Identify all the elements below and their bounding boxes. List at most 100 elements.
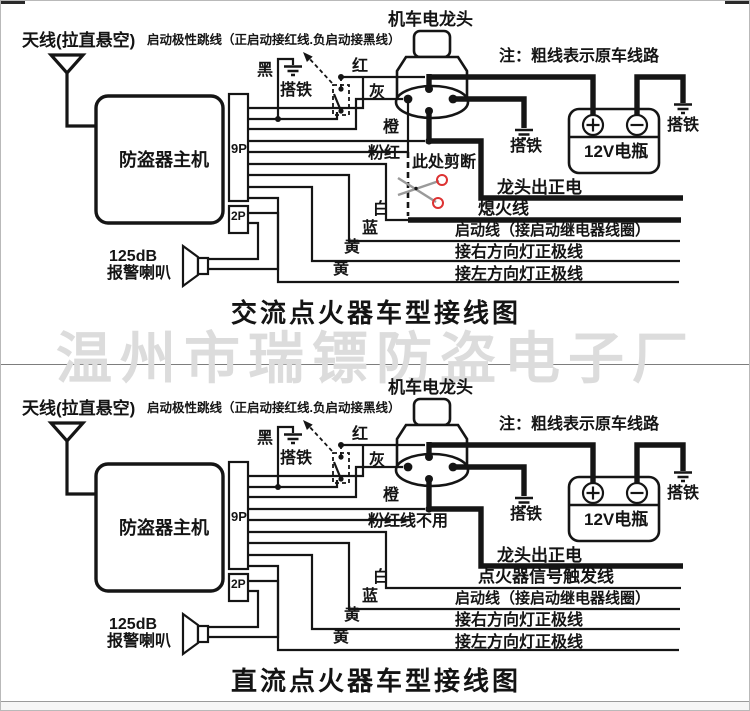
wire-yellow-right — [248, 185, 680, 263]
wire-pink-label: 粉红线不用 — [368, 513, 449, 530]
diagram-ac — [47, 29, 692, 289]
wire-white-label: 白 — [373, 569, 390, 586]
jumper-lever — [332, 461, 343, 480]
left-turn-label: 接左方向灯正极线 — [455, 634, 584, 651]
wire-thick-ignition-right-ground — [453, 464, 527, 496]
jumper-box — [332, 84, 350, 116]
plus-sign-icon — [586, 486, 600, 500]
ignition-terminal-bottom — [425, 107, 433, 115]
connector-2p-box — [227, 204, 250, 235]
speaker-db-label: 125dB — [109, 616, 158, 633]
jumper-top-terminal-dot — [338, 454, 344, 460]
wire-white-label: 白 — [373, 201, 390, 218]
ground-jumper-stem — [276, 57, 295, 119]
wire-gray-label: 灰 — [369, 452, 386, 469]
orange-faucet-junction-dot — [425, 505, 433, 513]
title-label: 直流点火器车型接线图 — [230, 666, 521, 696]
wire-yellow-right-label: 黄 — [344, 239, 361, 256]
wire-red — [248, 75, 425, 110]
wire-red-label: 红 — [352, 426, 369, 443]
wire-speaker-2 — [208, 221, 260, 261]
host-label: 防盗器主机 — [119, 150, 209, 170]
jumper-pointer-line — [306, 423, 333, 452]
wire-thick-battery-minus-ground — [634, 74, 686, 115]
wire-red — [248, 443, 425, 478]
antenna-label: 天线(拉直悬空) — [22, 399, 136, 418]
start-line-label: 启动线（接启动继电器线圈） — [455, 222, 651, 239]
right-turn-label: 接右方向灯正极线 — [455, 612, 584, 629]
jumper-note-label: 启动极性跳线（正启动接红线.负启动接黑线） — [147, 401, 401, 415]
start-line-label: 启动线（接启动继电器线圈） — [455, 590, 651, 607]
ground-jumper-label: 搭铁 — [280, 450, 313, 467]
wire-blue — [248, 173, 680, 243]
top-right-tick — [725, 1, 749, 4]
ignition-terminal-left — [403, 94, 413, 104]
speaker-body-icon — [196, 256, 210, 276]
labels-ac-diagram: 天线(拉直悬空)启动极性跳线（正启动接红线.负启动接黑线）黑搭铁红灰机车电龙头注… — [1, 1, 749, 369]
diagram-dc — [47, 397, 692, 657]
connector-9p-label: 9P — [231, 141, 247, 156]
cut-here-label: 此处剪断 — [412, 154, 477, 171]
jumper-lever — [332, 93, 343, 112]
antenna-lead — [65, 72, 97, 128]
ground-ignition-label: 搭铁 — [510, 506, 543, 523]
note-label: 注：粗线表示原车线路 — [499, 416, 660, 433]
scissors-blade-icon — [397, 176, 437, 204]
wire-thick-to-battery-plus — [429, 442, 596, 483]
wire-gray-label: 灰 — [369, 84, 386, 101]
wire-thick-to-battery-plus — [429, 74, 596, 115]
antenna-icon — [47, 421, 87, 444]
wire-pink — [248, 99, 410, 154]
faucet-power-label: 龙头出正电 — [497, 546, 582, 565]
orange-faucet-junction-dot — [425, 137, 433, 145]
wire-orange-label: 橙 — [383, 119, 400, 136]
wire-pink-label: 粉红 — [368, 145, 401, 162]
top-left-tick — [1, 1, 25, 4]
ignition-terminal-right — [448, 94, 458, 104]
wire-yellow-left-label: 黄 — [333, 261, 350, 278]
ignition-base-ellipse — [394, 84, 470, 120]
wire-black-label: 黑 — [257, 62, 274, 79]
ground-battery-icon — [674, 103, 692, 115]
ground-jumper-stem — [276, 425, 295, 487]
wire-white — [248, 162, 408, 222]
title-label: 交流点火器车型接线图 — [230, 298, 521, 328]
antenna-icon — [47, 53, 87, 76]
jumper-box — [332, 452, 350, 484]
black-ground-junction-dot — [275, 484, 281, 490]
wire-blue-label: 蓝 — [362, 588, 379, 605]
wire-yellow-right — [248, 553, 680, 631]
battery-label: 12V电瓶 — [584, 510, 649, 529]
connector-2p-label: 2P — [231, 577, 246, 591]
ground-jumper-icon — [284, 433, 302, 445]
panel-divider — [1, 364, 749, 365]
ground-battery-label: 搭铁 — [667, 117, 700, 134]
wire-speaker-1 — [208, 579, 280, 639]
connector-9p-label: 9P — [231, 509, 247, 524]
ignition-terminal-left — [403, 462, 413, 472]
connector-2p-label: 2P — [231, 209, 246, 223]
plus-sign-icon — [586, 118, 600, 132]
red-line-tap-dot — [338, 442, 344, 448]
antenna-label: 天线(拉直悬空) — [22, 31, 136, 50]
ignition-terminal-top — [425, 453, 433, 461]
wire-thick-battery-minus-ground — [634, 442, 686, 483]
left-turn-label: 接左方向灯正极线 — [455, 266, 584, 283]
ground-jumper-label: 搭铁 — [280, 82, 313, 99]
kill-line-label: 熄火线 — [478, 199, 529, 218]
speaker-db-label: 125dB — [109, 248, 158, 265]
ignition-terminal-bottom — [425, 475, 433, 483]
kill-line-label: 点火器信号触发线 — [478, 567, 614, 586]
black-ground-junction-dot — [275, 116, 281, 122]
scissors-ring-icon — [432, 197, 444, 209]
wire-thick-faucet-positive — [426, 477, 683, 569]
wire-blue — [248, 541, 680, 611]
wire-orange-label: 橙 — [383, 487, 400, 504]
ground-jumper-icon — [284, 65, 302, 77]
ground-ignition-label: 搭铁 — [510, 138, 543, 155]
scissors-pivot — [414, 186, 418, 191]
note-label: 注：粗线表示原车线路 — [499, 48, 660, 65]
wire-thick-ignition-right-ground — [453, 96, 527, 128]
